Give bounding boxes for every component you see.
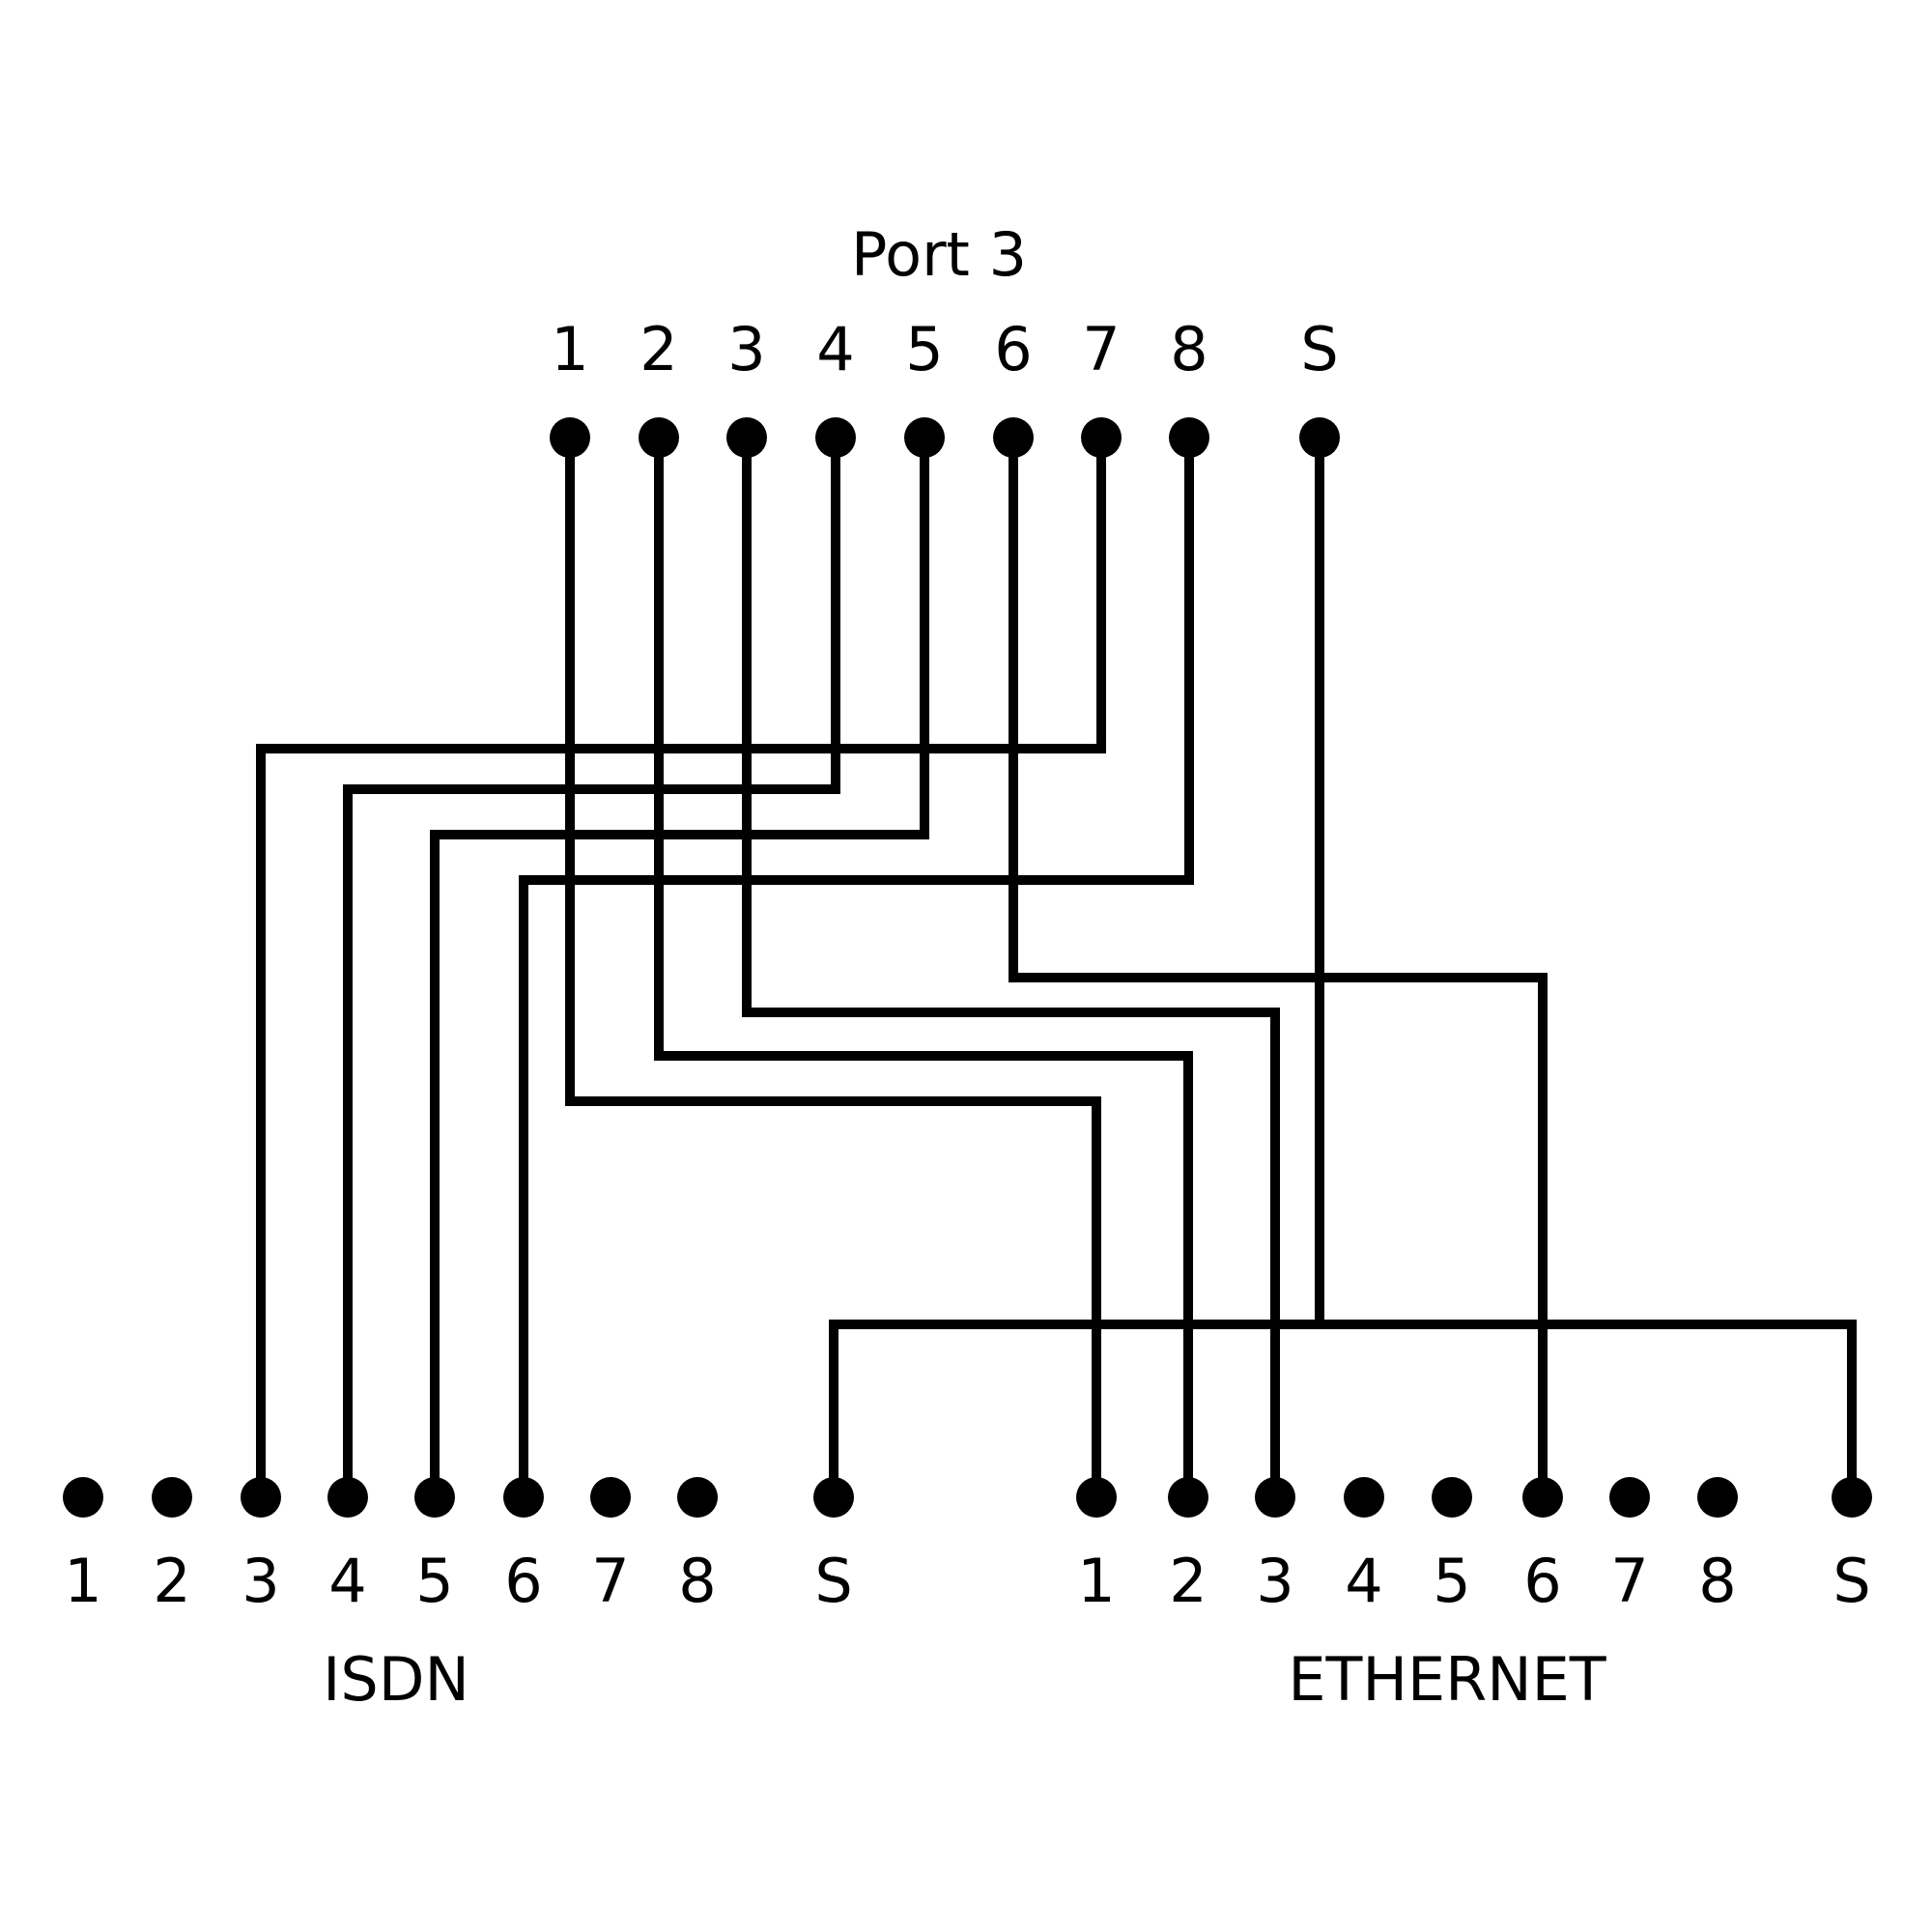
- isdn-pin-5-label: 5: [415, 1546, 453, 1616]
- isdn-pin-S-label: S: [814, 1546, 852, 1616]
- wire-port3-4-isdn-4: [343, 438, 840, 1497]
- ethernet-pin-6-label: 6: [1523, 1546, 1561, 1616]
- wire-port3-5-isdn-5: [430, 438, 929, 1497]
- ethernet-pin-S-label: S: [1833, 1546, 1870, 1616]
- port3-pin-4-dot: [815, 417, 856, 458]
- isdn-pin-7-label: 7: [591, 1546, 629, 1616]
- ethernet-pin-2-dot: [1168, 1477, 1208, 1518]
- ethernet-pin-3-dot: [1255, 1477, 1295, 1518]
- wire-port3-7-isdn-3: [256, 438, 1106, 1497]
- isdn-pin-4-label: 4: [328, 1546, 366, 1616]
- ethernet-pin-1-label: 1: [1077, 1546, 1115, 1616]
- isdn-pin-5-dot: [414, 1477, 455, 1518]
- isdn-pin-6-dot: [503, 1477, 544, 1518]
- port3-pin-S-dot: [1299, 417, 1340, 458]
- ethernet-pin-4-label: 4: [1345, 1546, 1382, 1616]
- ethernet-pin-8-label: 8: [1698, 1546, 1736, 1616]
- port3-pin-3-dot: [726, 417, 767, 458]
- ethernet-pin-5-label: 5: [1433, 1546, 1470, 1616]
- port3-pin-5-dot: [904, 417, 945, 458]
- ethernet-pin-5-dot: [1432, 1477, 1472, 1518]
- ethernet-pin-S-dot: [1832, 1477, 1872, 1518]
- port3-pin-1-dot: [550, 417, 590, 458]
- ethernet-pin-8-dot: [1697, 1477, 1738, 1518]
- port3-pin-4-label: 4: [816, 314, 854, 384]
- port3-pin-7-label: 7: [1082, 314, 1120, 384]
- wire-port3-8-isdn-6: [519, 438, 1194, 1497]
- isdn-pin-S-dot: [813, 1477, 854, 1518]
- port3-pin-5-label: 5: [905, 314, 943, 384]
- port3-pin-8-label: 8: [1170, 314, 1208, 384]
- isdn-pin-2-label: 2: [153, 1546, 190, 1616]
- ethernet-pin-1-dot: [1076, 1477, 1117, 1518]
- ethernet-pin-4-dot: [1344, 1477, 1384, 1518]
- port3-pin-7-dot: [1081, 417, 1122, 458]
- port3-pin-8-dot: [1169, 417, 1209, 458]
- isdn-group-label: ISDN: [323, 1644, 469, 1715]
- ethernet-pin-3-label: 3: [1256, 1546, 1293, 1616]
- port3-pin-2-dot: [639, 417, 679, 458]
- isdn-pin-1-dot: [63, 1477, 103, 1518]
- wire-port3-1-ethernet-1: [565, 438, 1101, 1497]
- isdn-pin-8-label: 8: [678, 1546, 716, 1616]
- isdn-pin-4-dot: [327, 1477, 368, 1518]
- ethernet-pin-7-label: 7: [1610, 1546, 1648, 1616]
- ethernet-pin-7-dot: [1609, 1477, 1650, 1518]
- isdn-pin-3-dot: [241, 1477, 281, 1518]
- isdn-pin-7-dot: [590, 1477, 631, 1518]
- isdn-pin-2-dot: [152, 1477, 192, 1518]
- isdn-pin-1-label: 1: [64, 1546, 101, 1616]
- isdn-pin-6-label: 6: [504, 1546, 542, 1616]
- port3-pin-3-label: 3: [727, 314, 765, 384]
- port3-pin-S-label: S: [1300, 314, 1338, 384]
- ethernet-group-label: ETHERNET: [1288, 1644, 1606, 1715]
- wire-shield-bus-isdn-s-ethernet-s: [829, 1320, 1857, 1497]
- wires-layer: [256, 438, 1857, 1497]
- wire-port3-6-ethernet-6: [1009, 438, 1548, 1497]
- ethernet-pin-2-label: 2: [1169, 1546, 1207, 1616]
- port3-pin-2-label: 2: [639, 314, 677, 384]
- isdn-pin-8-dot: [677, 1477, 718, 1518]
- port3-pin-6-label: 6: [994, 314, 1032, 384]
- port3-pin-1-label: 1: [551, 314, 588, 384]
- port3-title: Port 3: [851, 219, 1027, 290]
- port3-pin-6-dot: [993, 417, 1034, 458]
- pins-layer: [63, 417, 1872, 1518]
- wire-port3-3-ethernet-3: [742, 438, 1280, 1497]
- ethernet-pin-6-dot: [1522, 1477, 1563, 1518]
- isdn-pin-3-label: 3: [242, 1546, 279, 1616]
